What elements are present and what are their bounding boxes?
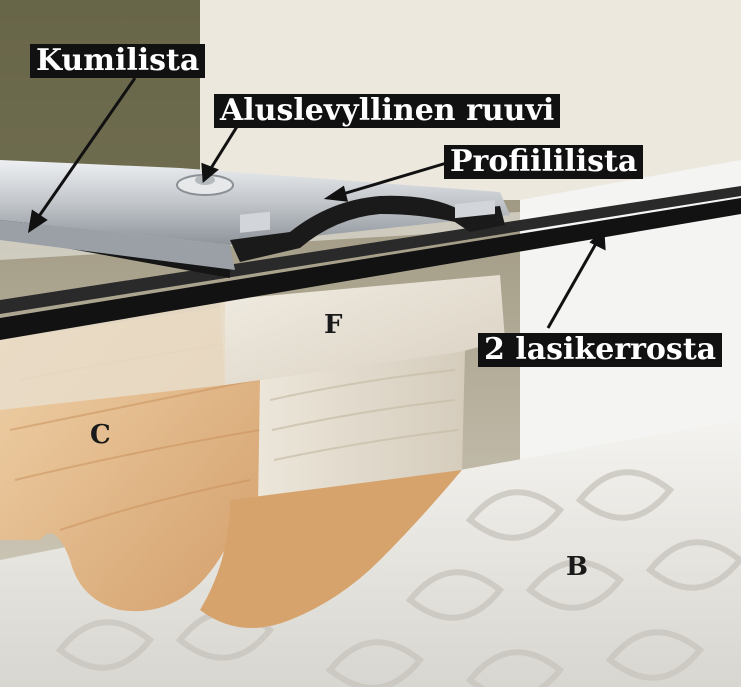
- label-profiililista: Profiililista: [444, 145, 644, 179]
- aluminium-profile-side: [0, 220, 235, 270]
- glass-pane-back: [0, 186, 741, 314]
- label-arrows: [27, 77, 606, 329]
- label-lasikerrosta: 2 lasikerrosta: [478, 333, 723, 367]
- letter-c: C: [90, 420, 111, 450]
- profile-channel-right: [455, 199, 495, 219]
- letter-f: F: [324, 310, 343, 340]
- floor-pattern: [55, 469, 741, 687]
- arrow-profiililista: [335, 160, 451, 198]
- aluminium-profile-end: [230, 195, 505, 262]
- rafter-end-grain: [258, 350, 465, 505]
- rafter-curved-underside: [200, 470, 462, 628]
- label-kumilista: Kumilista: [30, 44, 206, 78]
- end-grain-rings: [269, 369, 459, 461]
- letter-b: B: [566, 552, 588, 582]
- arrow-kumilista: [33, 77, 137, 223]
- arrow-ruuvi: [206, 124, 240, 174]
- background-foliage: [0, 0, 200, 170]
- aluminium-profile-top: [0, 160, 510, 245]
- label-aluslevyllinen-ruuvi: Aluslevyllinen ruuvi: [214, 94, 561, 128]
- profile-channel-left: [240, 211, 270, 233]
- wooden-batten-f: [220, 275, 505, 385]
- glass-pane-front: [0, 198, 741, 340]
- arrow-lasikerrosta: [546, 239, 600, 329]
